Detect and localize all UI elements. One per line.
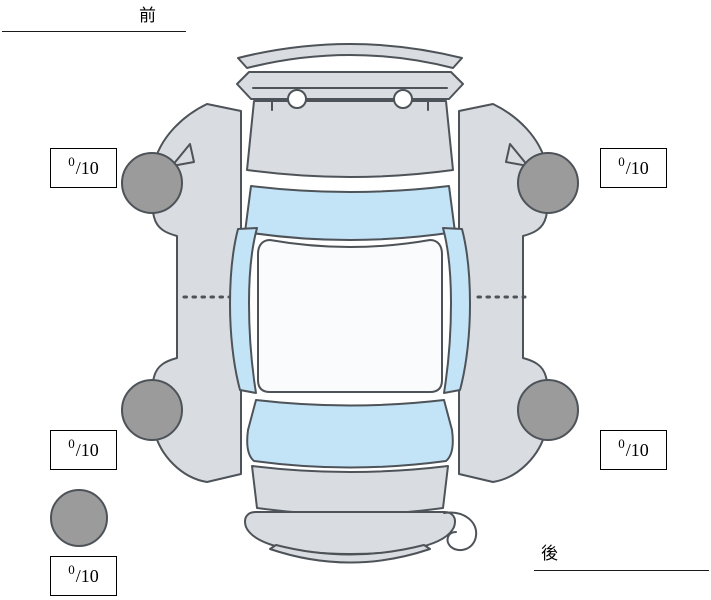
hood-circle-right — [393, 89, 413, 109]
tire-score-value: 0 — [618, 154, 625, 169]
front-underline — [2, 31, 186, 32]
tire-score-box-rear-left: 0 /10 — [50, 430, 117, 470]
tire-score-value: 0 — [68, 436, 75, 451]
wheel-front-right — [517, 152, 579, 214]
windshield — [244, 185, 456, 241]
trunk-lid — [251, 465, 449, 516]
tire-score-max: /10 — [75, 439, 99, 460]
hood — [246, 100, 454, 178]
left-mirror-icon — [171, 143, 195, 167]
rear-underline — [534, 570, 709, 571]
wheel-rear-left — [121, 379, 183, 441]
tire-score-max: /10 — [75, 565, 99, 586]
side-window-right — [442, 227, 471, 394]
tire-score-max: /10 — [625, 439, 649, 460]
spare-tire — [50, 489, 108, 547]
front-spoiler — [237, 43, 463, 69]
tire-score-value: 0 — [618, 436, 625, 451]
tire-score-box-rear-right: 0 /10 — [600, 430, 667, 470]
rear-label: 後 — [541, 544, 558, 563]
tire-score-max: /10 — [75, 157, 99, 178]
right-mirror-icon — [505, 143, 529, 167]
roof-panel — [257, 239, 443, 393]
tire-score-max: /10 — [625, 157, 649, 178]
rear-window — [246, 399, 454, 469]
front-label: 前 — [139, 6, 156, 25]
wheel-rear-right — [517, 379, 579, 441]
rear-bumper-curl — [443, 511, 478, 552]
hood-circle-left — [287, 89, 307, 109]
tire-score-value: 0 — [68, 562, 75, 577]
wheel-front-left — [121, 152, 183, 214]
tire-score-box-spare: 0 /10 — [50, 556, 117, 596]
front-bumper — [236, 71, 464, 100]
tire-score-value: 0 — [68, 154, 75, 169]
tire-score-box-front-left: 0 /10 — [50, 148, 117, 188]
car-drawing-group — [50, 43, 579, 564]
side-window-left — [229, 227, 258, 394]
tire-score-box-front-right: 0 /10 — [600, 148, 667, 188]
rear-lower-strip — [269, 544, 431, 564]
